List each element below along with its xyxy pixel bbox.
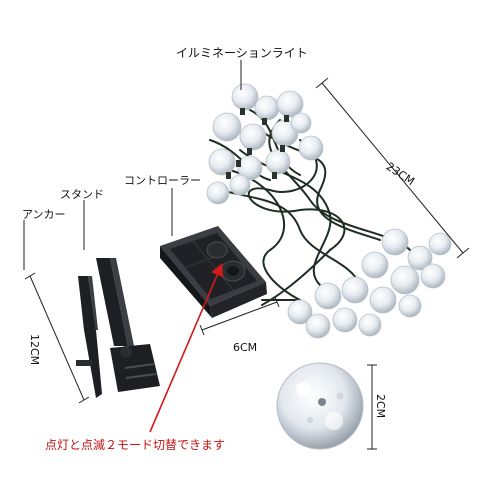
mode-switch-arrow (149, 263, 224, 433)
label-length-12cm: 12CM (28, 334, 41, 366)
bulb-cluster-top (206, 83, 324, 205)
label-illumination-light: イルミネーションライト (176, 46, 308, 60)
bulb-sockets-top (226, 108, 289, 179)
mode-switch-note: 点灯と点滅２モード切替できます (45, 438, 226, 452)
label-controller: コントローラー (124, 174, 201, 187)
ground-anchor (76, 276, 102, 398)
label-diameter-2cm: 2CM (374, 394, 387, 419)
dimension-lines (23, 60, 470, 450)
label-anchor: アンカー (22, 208, 66, 221)
ground-stand (96, 258, 160, 392)
bulb-closeup (276, 362, 364, 450)
bulb-cluster-bottom (287, 228, 452, 339)
label-stand: スタンド (60, 188, 104, 201)
label-width-6cm: 6CM (233, 341, 258, 354)
solar-controller (160, 226, 267, 318)
